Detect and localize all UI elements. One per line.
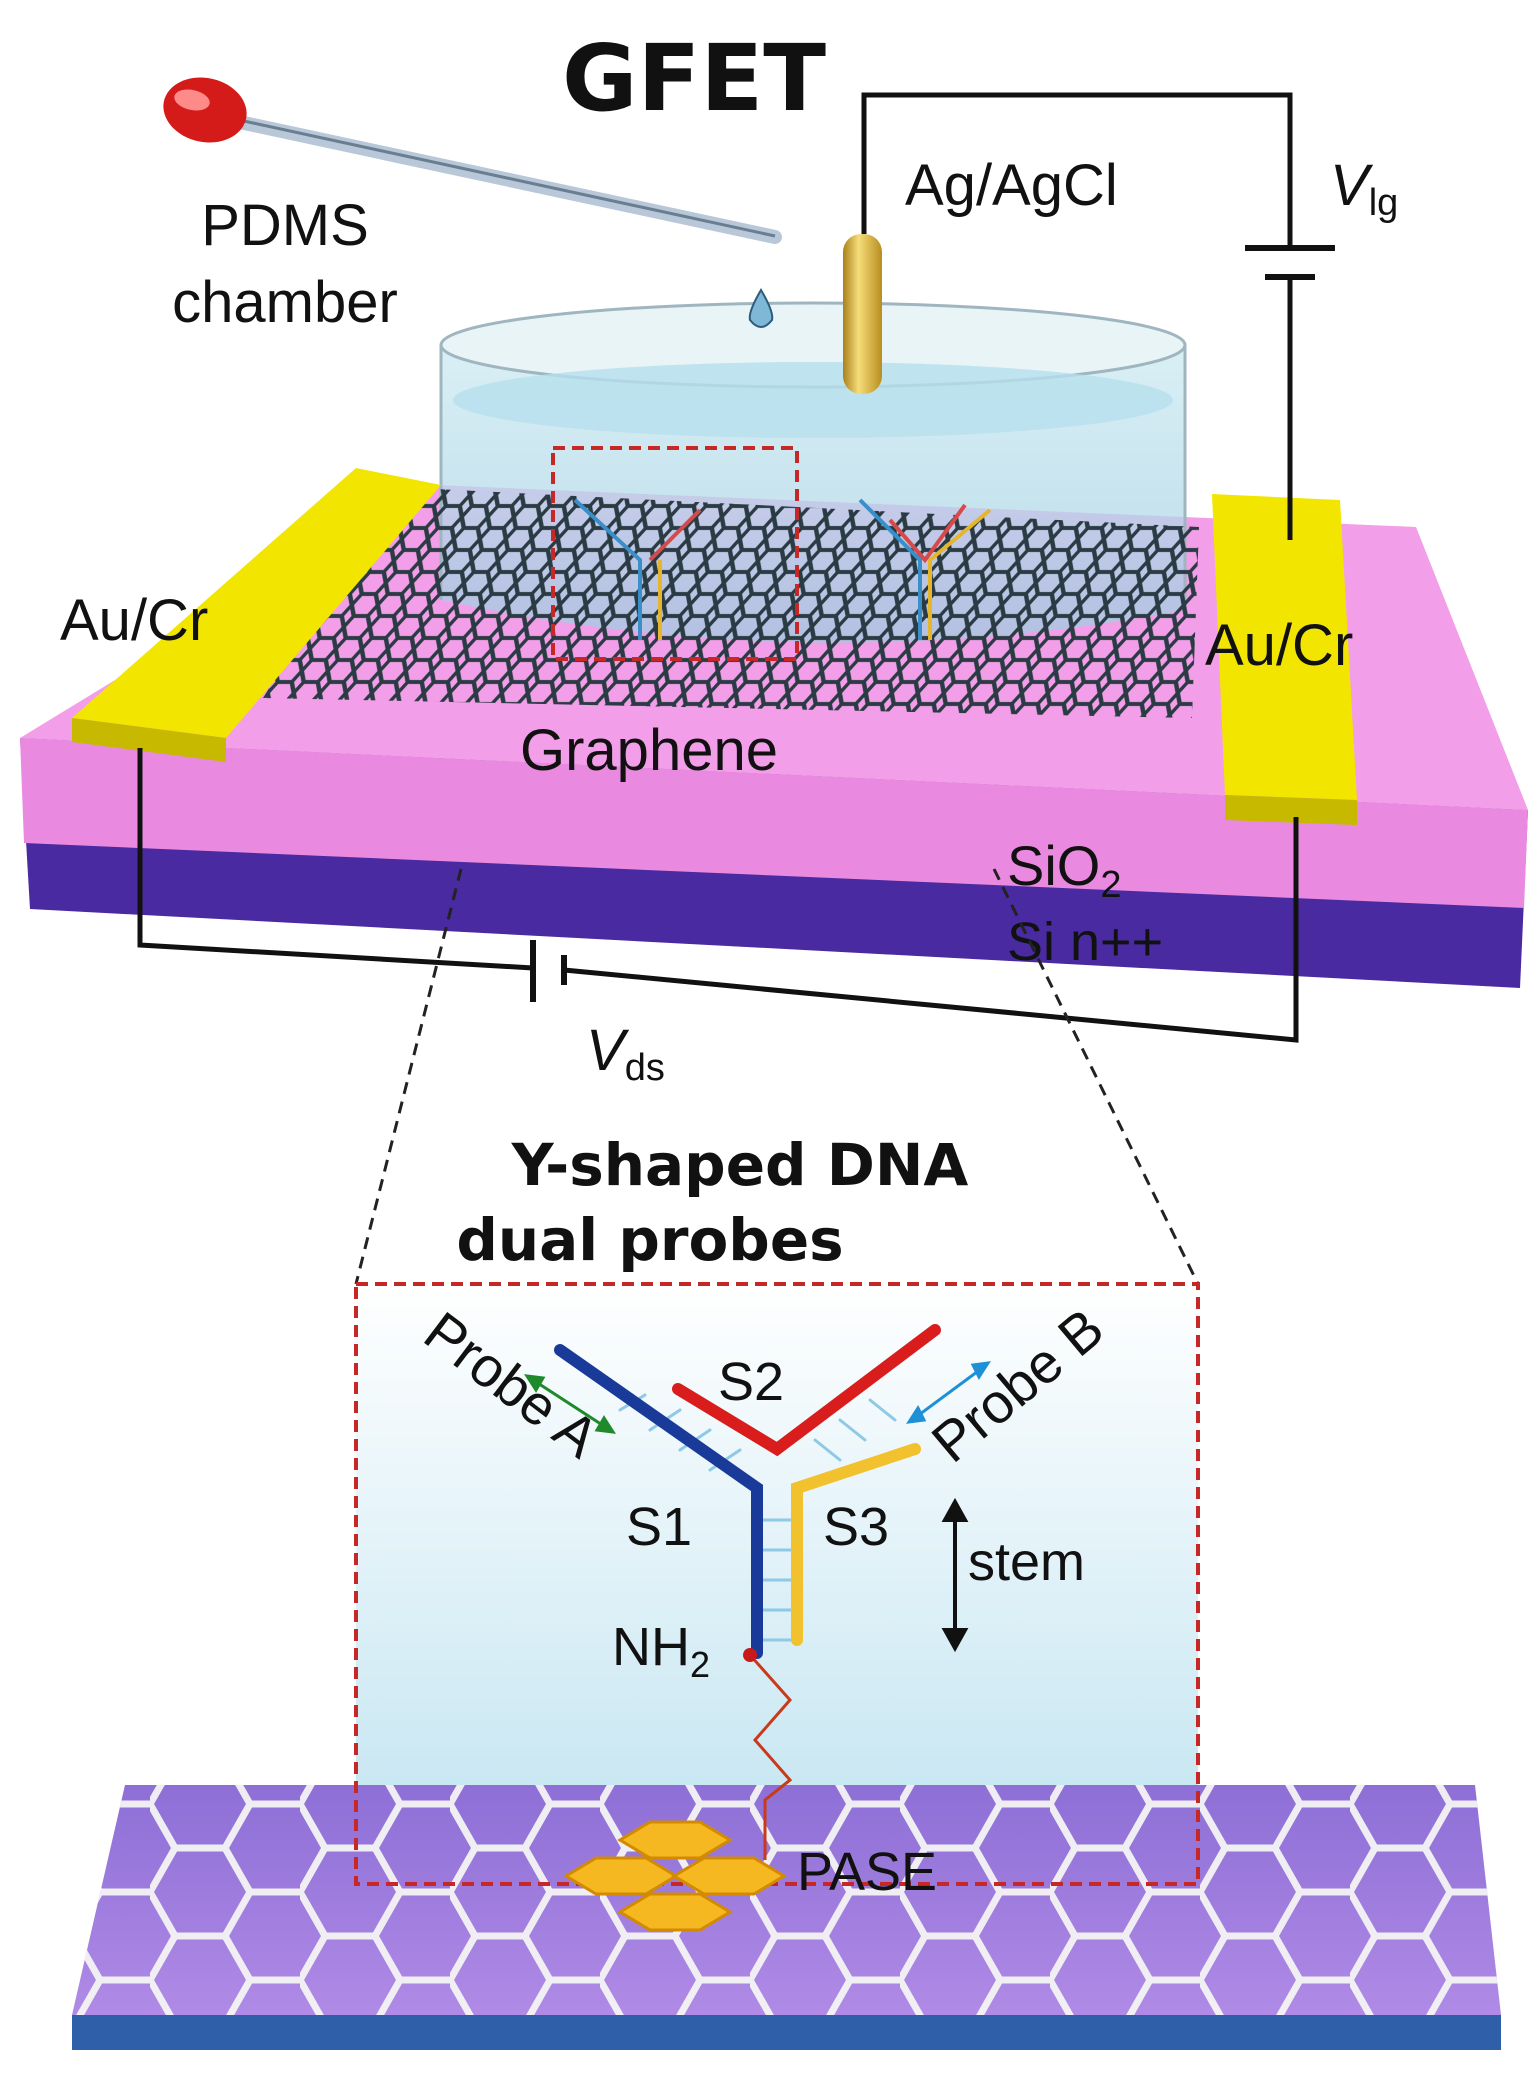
vds-label: Vds (586, 1018, 665, 1089)
vlg-label: Vlg (1330, 153, 1398, 224)
right-au-cr-electrode (1212, 494, 1357, 825)
nh2-label: NH2 (612, 1617, 710, 1685)
pipette-icon (163, 77, 782, 244)
pase-label: PASE (797, 1842, 937, 1902)
pase-molecule (563, 1820, 787, 1932)
amine-dot (743, 1648, 757, 1662)
probe-b-arrow-icon (905, 1361, 992, 1424)
si-label: Si n++ (1007, 912, 1163, 972)
y-shaped-dna (554, 1324, 941, 1659)
gate-circuit (861, 92, 1335, 540)
ag-agcl-electrode (843, 234, 882, 394)
au-cr-left-label: Au/Cr (60, 588, 208, 653)
pdms-label-line1: PDMS (201, 193, 369, 258)
s3-label: S3 (823, 1497, 889, 1557)
graphene-sheet (263, 487, 1199, 718)
left-au-cr-electrode (72, 468, 441, 762)
stem-arrow-icon (941, 1497, 969, 1653)
droplet-icon (748, 288, 774, 328)
drain-source-circuit (137, 748, 1299, 1043)
zoom-region-box (551, 446, 799, 661)
au-cr-right-label: Au/Cr (1205, 613, 1353, 678)
probe-a-arrow-icon (524, 1374, 616, 1434)
sio2-label: SiO2 (1007, 834, 1122, 906)
linker-chain (748, 1654, 793, 1860)
graphene-slab (72, 1785, 1501, 2050)
s2-label: S2 (718, 1352, 784, 1412)
graphene-label: Graphene (520, 718, 778, 783)
inset-title-line1: Y-shaped DNA (511, 1131, 969, 1199)
pdms-label-line2: chamber (172, 270, 398, 335)
dna-probe-icons (573, 498, 992, 640)
s1-label: S1 (626, 1497, 692, 1557)
stem-label: stem (968, 1532, 1085, 1592)
diagram-title: GFET (562, 25, 826, 132)
zoom-guide-lines (354, 868, 1200, 1285)
electrode-label: Ag/AgCl (905, 153, 1118, 218)
inset-title-line2: dual probes (456, 1206, 843, 1274)
inset-background (356, 1284, 1198, 1884)
inset-box (354, 1282, 1200, 1886)
